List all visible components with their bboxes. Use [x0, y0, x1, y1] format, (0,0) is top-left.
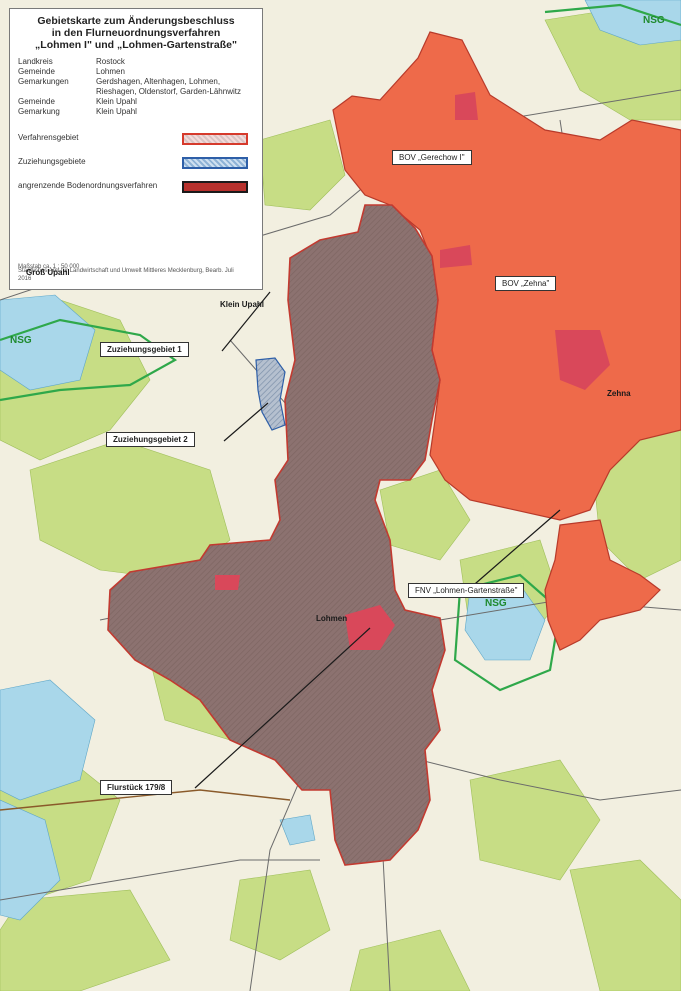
water-bodies	[0, 0, 681, 921]
place-zehna: Zehna	[607, 389, 631, 398]
legend-scale: Maßstab ca. 1 : 50 000	[18, 264, 80, 270]
legend-title-line-2: in den Flurneuordnungsverfahren	[51, 27, 221, 39]
nsg-boundary	[453, 573, 562, 692]
place-lohmen: Lohmen	[316, 614, 348, 623]
legend-entry-label: angrenzende Bodenordnungsverfahren	[18, 181, 158, 190]
callout-flurstueck[interactable]: Flurstück 179/8	[100, 780, 173, 795]
callout-zuziehungsgebiet-2[interactable]: Zuziehungsgebiet 2	[106, 432, 195, 447]
legend-title-line-3: „Lohmen I" und „Lohmen-Gartenstraße"	[35, 39, 237, 51]
legend-info-key: Gemarkung	[18, 107, 60, 116]
settlement	[455, 92, 478, 120]
legend-swatch-zuziehungsgebiete	[182, 157, 248, 169]
lake	[0, 799, 61, 921]
legend-source: Staatliches Amt für Landwirtschaft und U…	[18, 268, 234, 282]
legend-info-key: Gemarkungen	[18, 77, 69, 86]
settlement-zehna	[555, 330, 610, 390]
callout-bov-zehna[interactable]: BOV „Zehna"	[495, 276, 557, 291]
forest-area	[569, 859, 681, 991]
legend-swatch-bodenordnung	[182, 181, 248, 193]
legend-entry-bodenordnung: angrenzende Bodenordnungsverfahren	[18, 179, 254, 213]
callout-fnv-lohmen-gartenstrasse[interactable]: FNV „Lohmen-Gartenstraße"	[408, 583, 525, 598]
zuziehungsgebiet-2-area	[255, 357, 286, 431]
lake	[0, 294, 96, 391]
nsg-label-top: NSG	[643, 15, 665, 26]
nsg-boundary	[544, 3, 681, 27]
road	[0, 859, 320, 901]
callout-line-fnv	[467, 509, 561, 591]
main-road	[0, 789, 291, 811]
callout-line-flurstueck	[194, 627, 371, 789]
legend-entry-zuziehungsgebiete: Zuziehungsgebiete	[18, 155, 254, 179]
legend-info-value: Lohmen	[96, 67, 125, 76]
legend-info-row: Landkreis Rostock	[18, 57, 254, 67]
legend-entry-label: Zuziehungsgebiete	[18, 157, 86, 166]
legend-info-value: Gerdshagen, Altenhagen, Lohmen, Rieshage…	[96, 77, 241, 96]
nsg-boundary	[0, 318, 178, 402]
verfahrensgebiet-area	[107, 204, 446, 866]
place-klein-upahl: Klein Upahl	[220, 300, 265, 309]
legend-info-row: Gemeinde Lohmen	[18, 67, 254, 77]
callout-line-zuz1	[221, 291, 271, 352]
legend-entry-verfahrensgebiet: Verfahrensgebiet	[18, 131, 254, 155]
callout-line-zuz2	[223, 402, 269, 442]
settlement	[440, 245, 472, 268]
map-legend: Gebietskarte zum Änderungsbeschluss in d…	[9, 8, 263, 290]
legend-title-line-1: Gebietskarte zum Änderungsbeschluss	[37, 15, 235, 27]
settlements	[215, 92, 610, 650]
place-gross-upahl: Groß Upahl	[26, 268, 70, 277]
forest-area	[469, 759, 601, 881]
legend-info-value: Klein Upahl	[96, 107, 137, 116]
legend-info-key: Gemeinde	[18, 67, 55, 76]
lake	[584, 0, 681, 46]
nsg-label-left: NSG	[10, 335, 32, 346]
forest-area	[259, 119, 346, 211]
road	[419, 759, 681, 801]
legend-entry-label: Verfahrensgebiet	[18, 133, 79, 142]
forest-area	[349, 929, 471, 991]
legend-info-row: Gemeinde Klein Upahl	[18, 97, 254, 107]
nsg-boundaries	[0, 3, 681, 692]
legend-info-value: Rostock	[96, 57, 125, 66]
legend-swatch-verfahrensgebiet	[182, 133, 248, 145]
nsg-label-mid: NSG	[485, 598, 507, 609]
legend-info-key: Landkreis	[18, 57, 53, 66]
legend-info-table: Landkreis Rostock Gemeinde Lohmen Gemark…	[18, 57, 254, 117]
forest-area	[229, 869, 331, 961]
callout-lines	[194, 291, 561, 789]
lake	[279, 814, 316, 846]
lake	[0, 679, 96, 801]
forest-area	[0, 889, 171, 991]
legend-info-row: Gemarkungen Gerdshagen, Altenhagen, Lohm…	[18, 77, 254, 97]
legend-info-row: Gemarkung Klein Upahl	[18, 107, 254, 117]
legend-entries: Verfahrensgebiet Zuziehungsgebiete angre…	[18, 131, 254, 213]
legend-info-value: Klein Upahl	[96, 97, 137, 106]
legend-info-key: Gemeinde	[18, 97, 55, 106]
callout-zuziehungsgebiet-1[interactable]: Zuziehungsgebiet 1	[100, 342, 189, 357]
callout-bov-gerechow[interactable]: BOV „Gerechow I"	[392, 150, 472, 165]
settlement	[215, 575, 240, 590]
bov-zehna-lower-area	[544, 519, 661, 651]
